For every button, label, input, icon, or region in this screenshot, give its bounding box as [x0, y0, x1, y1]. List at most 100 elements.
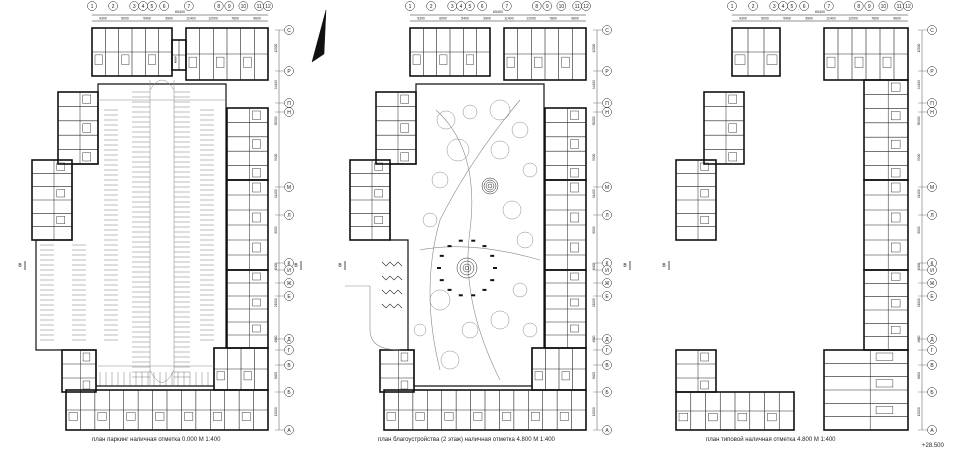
- block-outline: [61, 349, 97, 393]
- block-left-2: [675, 159, 717, 241]
- dimension-span: 9600: [253, 17, 261, 21]
- axis-label-4: 4: [460, 4, 463, 10]
- dimension-span: 11400: [504, 17, 513, 21]
- dimension-row-span: 4800: [274, 335, 278, 342]
- section-letter: В: [18, 263, 22, 269]
- axis-bubble-С: [284, 25, 294, 35]
- axis-bubble-Б: [284, 387, 294, 397]
- axis-label-М: М: [287, 185, 291, 191]
- plan1-section-left: В: [18, 261, 26, 270]
- axis-bubble-1: [405, 1, 415, 11]
- stair-core: [439, 54, 448, 65]
- stair-core: [252, 182, 261, 193]
- dimension-row-span: 14400: [592, 80, 596, 89]
- axis-bubble-Р: [284, 66, 294, 76]
- axis-label-Г: Г: [606, 348, 609, 354]
- dimension-row-span: 8400: [592, 372, 596, 379]
- block-top-left: [91, 27, 173, 77]
- dimension-span: 7800: [549, 17, 557, 21]
- elevation-mark: +28.500: [922, 443, 944, 449]
- stair-core: [252, 139, 261, 149]
- stair-core: [534, 56, 543, 68]
- dimension-span: 6000: [439, 17, 447, 21]
- axis-label-2: 2: [112, 4, 115, 10]
- axis-label-6: 6: [803, 4, 806, 10]
- dimension-span: 3900: [165, 17, 173, 21]
- stair-core: [700, 352, 709, 362]
- bench: [471, 239, 476, 242]
- bench: [458, 294, 463, 297]
- axis-bubble-А: [602, 425, 612, 435]
- stair-core: [374, 162, 383, 171]
- stair-core: [374, 189, 383, 198]
- axis-label-Г: Г: [288, 348, 291, 354]
- stair-core: [700, 189, 709, 198]
- axis-label-П: П: [930, 101, 934, 107]
- dimension-row-span: 6000: [917, 226, 921, 233]
- block-right-3: [863, 269, 909, 351]
- axis-label-Д: Д: [605, 337, 609, 343]
- play-structure: [381, 275, 403, 281]
- block-left-2: [349, 159, 391, 241]
- axis-label-2: 2: [752, 4, 755, 10]
- bench: [490, 254, 495, 257]
- dimension-row-span: 12000: [592, 44, 596, 53]
- block-outline: [226, 107, 269, 181]
- axis-label-12: 12: [583, 4, 589, 10]
- axis-bubble-7: [824, 1, 834, 11]
- axis-label-Б: Б: [930, 390, 934, 396]
- stair-core: [891, 212, 901, 223]
- stair-core: [891, 168, 901, 178]
- plan3-right-axes: СРПНМЛКИЖЕДГВБА1200014400300005900114006…: [917, 25, 937, 435]
- axis-label-3: 3: [773, 4, 776, 10]
- axis-label-6: 6: [163, 4, 166, 10]
- caption-parking-plan: план паркинг наличная отметка 0.000 М 1:…: [92, 437, 221, 443]
- dimension-span: 3900: [805, 17, 813, 21]
- dimension-span: 3900: [483, 17, 491, 21]
- play-structure: [381, 289, 403, 295]
- stair-core: [561, 56, 570, 68]
- axis-bubble-2: [748, 1, 758, 11]
- stair-core: [56, 216, 65, 224]
- stair-core: [188, 56, 197, 68]
- dimension-row-span: 5900: [592, 154, 596, 161]
- block-left-bottom: [61, 349, 97, 393]
- stair-core: [82, 123, 92, 133]
- axis-label-Р: Р: [605, 69, 609, 75]
- axis-label-Н: Н: [930, 110, 934, 116]
- fountain-ring: [464, 265, 470, 271]
- block-bottom-right: [531, 347, 587, 391]
- stair-core: [570, 298, 579, 307]
- axis-label-Л: Л: [287, 213, 290, 219]
- axis-label-В: В: [605, 363, 609, 369]
- dimension-span: 7800: [231, 17, 239, 21]
- stair-core: [252, 272, 261, 281]
- axis-bubble-Ж: [602, 278, 612, 288]
- axis-label-Г: Г: [931, 348, 934, 354]
- stair-core: [891, 139, 901, 149]
- dimension-span: 5400: [143, 17, 151, 21]
- axis-label-4: 4: [782, 4, 785, 10]
- block-left-1: [703, 91, 745, 165]
- ramp-curve: [149, 79, 175, 91]
- fountain-ring: [456, 257, 478, 279]
- stair-core: [506, 56, 515, 68]
- plaza-ring: [485, 181, 495, 191]
- axis-bubble-12: [581, 1, 591, 11]
- stair-core: [678, 413, 688, 422]
- axis-bubble-Л: [602, 210, 612, 220]
- stair-core: [570, 182, 579, 193]
- axis-bubble-12: [263, 1, 273, 11]
- block-left-bottom: [675, 349, 717, 393]
- axis-label-Е: Е: [930, 294, 934, 300]
- block-left-1: [375, 91, 417, 165]
- stair-core: [121, 54, 130, 65]
- axis-label-3: 3: [133, 4, 136, 10]
- stair-core: [252, 168, 261, 178]
- axis-label-Р: Р: [287, 69, 291, 75]
- section-letter: В: [294, 263, 298, 269]
- axis-label-К: К: [931, 261, 934, 267]
- axis-label-2: 2: [430, 4, 433, 10]
- axis-bubble-2: [426, 1, 436, 11]
